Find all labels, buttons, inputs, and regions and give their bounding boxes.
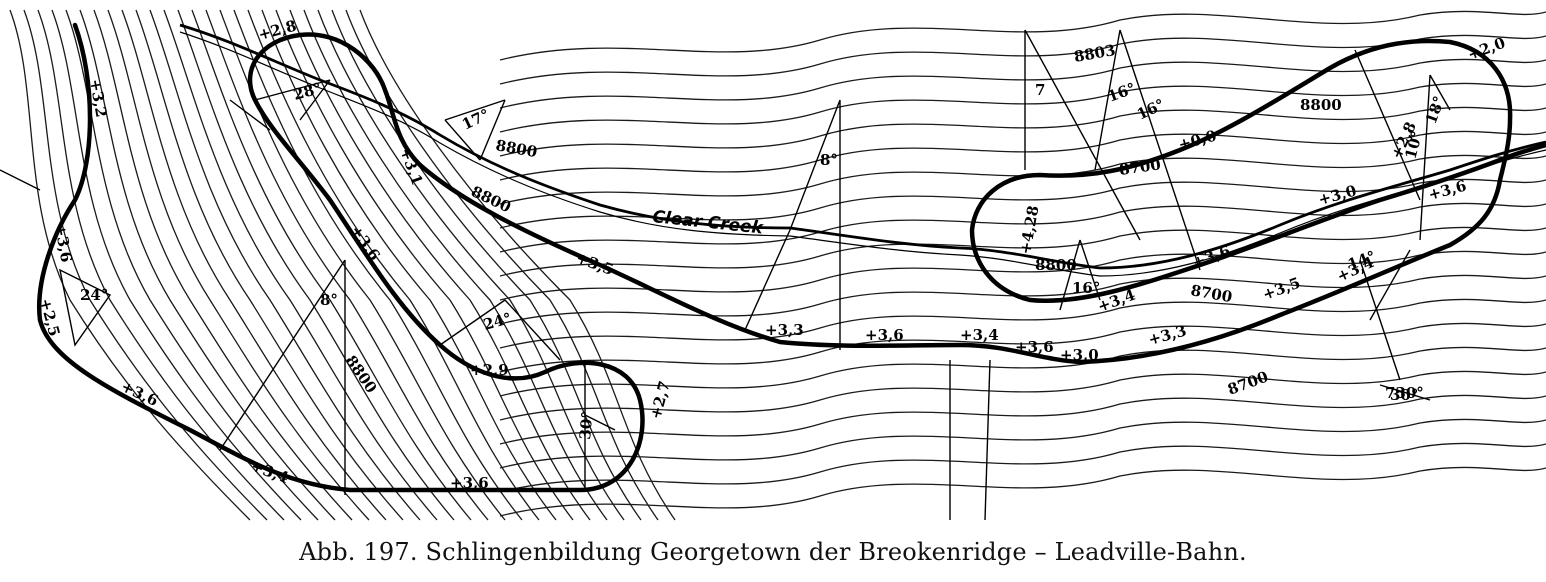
contour-line xyxy=(79,9,336,521)
contour-line xyxy=(149,9,421,521)
angle-label: 24° xyxy=(80,286,108,304)
contour-line xyxy=(499,178,1546,229)
contour-line xyxy=(499,58,1546,109)
gradient-label: +3,4 xyxy=(249,457,291,487)
gradient-label: +3,4 xyxy=(960,326,999,344)
contour-line xyxy=(499,154,1546,205)
angle-label: 7 xyxy=(1035,81,1045,99)
gradient-label: +3,3 xyxy=(1146,321,1188,348)
gradient-label: +3,5 xyxy=(574,249,616,279)
contour-line xyxy=(51,9,302,521)
contour-line xyxy=(37,9,285,521)
angle-label: 28° xyxy=(291,79,323,104)
topographic-map: Clear Creek88008800880088038700870087008… xyxy=(0,9,1546,521)
contour-line xyxy=(107,9,370,521)
gradient-label: +3,6 xyxy=(450,474,489,492)
angle-label: 18° xyxy=(1422,94,1449,127)
elevation-label: 8803 xyxy=(1073,41,1117,66)
angle-label: 30° xyxy=(1390,386,1418,404)
elevation-label: 8700 xyxy=(1225,368,1270,399)
contour-line xyxy=(331,9,642,521)
contour-line xyxy=(275,9,574,521)
gradient-label: +3,6 xyxy=(865,326,904,344)
gradient-label: +3,6 xyxy=(51,223,75,264)
elevation-label: 8800 xyxy=(1035,256,1077,274)
elevation-label: 8800 xyxy=(494,136,538,161)
contour-line xyxy=(93,9,353,521)
angle-label: 730° xyxy=(1385,384,1424,402)
contour-line xyxy=(303,9,608,521)
gradient-label: +3,4 xyxy=(1095,286,1137,316)
contour-line xyxy=(499,202,1546,253)
angle-label: 30° xyxy=(576,411,596,441)
gradient-label: +3,6 xyxy=(347,222,384,264)
contour-line xyxy=(359,9,676,521)
contour-line xyxy=(499,466,1546,517)
contour-line xyxy=(499,82,1546,133)
gradient-label: +2,9 xyxy=(470,361,509,379)
gradient-label: +3,0 xyxy=(1060,346,1099,364)
contour-line xyxy=(499,298,1546,349)
contour-lines xyxy=(9,9,1546,521)
contour-line xyxy=(233,9,523,521)
gradient-label: +3,6 xyxy=(1190,242,1232,272)
gradient-label: +3,3 xyxy=(765,321,804,339)
clear-creek-bank xyxy=(179,31,1546,277)
angle-label: 8° xyxy=(820,151,838,169)
figure-caption: Abb. 197. Schlingenbildung Georgetown de… xyxy=(299,538,1247,566)
survey-lines xyxy=(0,29,1451,521)
elevation-label: 8800 xyxy=(1300,96,1342,114)
angle-label: 16° xyxy=(1072,279,1100,297)
contour-line xyxy=(9,9,251,521)
contour-line xyxy=(289,9,591,521)
contour-line xyxy=(261,9,557,521)
gradient-label: +3,1 xyxy=(396,145,426,187)
railway-line xyxy=(37,22,1546,493)
contour-line xyxy=(163,9,438,521)
clear-creek-river xyxy=(179,23,1546,270)
angle-label: 17° xyxy=(459,105,492,133)
elevation-label: 8700 xyxy=(1118,155,1162,179)
contour-line xyxy=(499,34,1546,85)
elevation-label: 8800 xyxy=(342,352,381,397)
contour-line xyxy=(499,322,1546,373)
contour-line xyxy=(317,9,625,521)
gradient-label: +3,6 xyxy=(1015,338,1054,356)
contour-line xyxy=(499,394,1546,445)
map-labels: Clear Creek88008800880088038700870087008… xyxy=(36,16,1508,492)
contour-line xyxy=(499,274,1546,325)
contour-line xyxy=(499,10,1546,61)
angle-label: 16° xyxy=(1134,95,1167,123)
contour-line xyxy=(191,9,472,521)
contour-line xyxy=(205,9,489,521)
contour-line xyxy=(121,9,387,521)
creek-label: Clear Creek xyxy=(651,207,765,239)
angle-label: 8° xyxy=(320,291,338,309)
gradient-label: +3,5 xyxy=(1260,274,1302,304)
contour-line xyxy=(499,370,1546,421)
contour-line xyxy=(499,346,1546,397)
contour-line xyxy=(499,130,1546,181)
contour-line xyxy=(499,442,1546,493)
contour-line xyxy=(177,9,455,521)
contour-line xyxy=(23,9,268,521)
contour-line xyxy=(499,418,1546,469)
gradient-label: +0,0 xyxy=(1176,126,1218,153)
contour-line xyxy=(247,9,540,521)
